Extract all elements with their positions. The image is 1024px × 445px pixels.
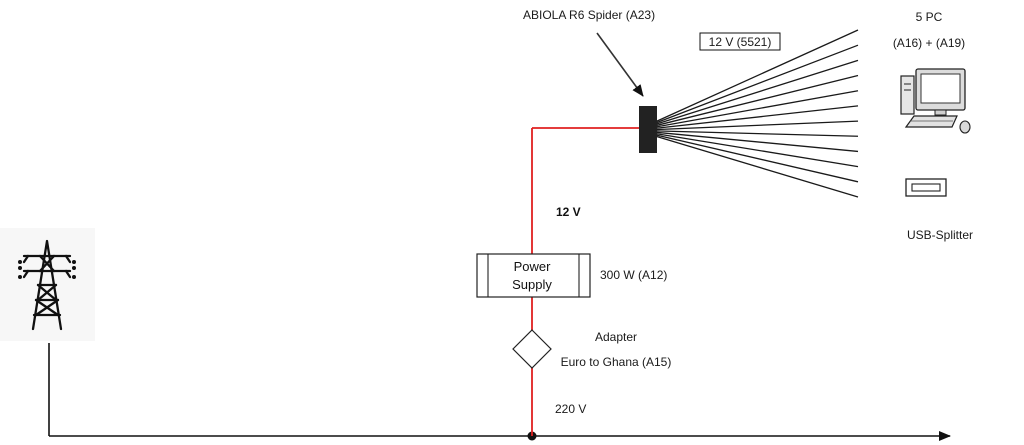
voltage-out-label: 12 V (5521) — [709, 35, 772, 49]
spider-wire — [654, 59, 859, 126]
pc-ids-label: (A16) + (A19) — [893, 36, 965, 50]
spider-callout-arrow — [596, 32, 644, 97]
spider-wire — [654, 105, 859, 130]
spider-wire — [654, 44, 859, 124]
power-supply-line2: Supply — [512, 277, 552, 292]
spider-wire — [654, 131, 859, 153]
pc-count-label: 5 PC — [916, 10, 943, 24]
spider-wires — [654, 29, 859, 198]
power-pylon-icon — [0, 228, 95, 341]
power-supply-box — [476, 253, 591, 298]
power-supply-line1: Power — [514, 259, 552, 274]
adapter-diamond — [512, 329, 552, 369]
power-supply-rating: 300 W (A12) — [600, 268, 667, 282]
spider-wire — [654, 90, 859, 128]
v12-label: 12 V — [556, 205, 581, 219]
desktop-pc-icon — [900, 68, 971, 134]
v220-label: 220 V — [555, 402, 586, 416]
spider-wire — [654, 74, 859, 127]
voltage-out-box — [699, 32, 781, 51]
spider-wire — [654, 130, 859, 137]
spider-connector — [639, 106, 657, 153]
usb-splitter-label: USB-Splitter — [907, 228, 973, 242]
spider-label: ABIOLA R6 Spider (A23) — [523, 8, 655, 22]
spider-wire — [654, 135, 859, 198]
spider-wire — [654, 120, 859, 131]
adapter-desc-label: Euro to Ghana (A15) — [561, 355, 672, 369]
spider-wire — [654, 134, 859, 183]
usb-splitter-icon — [905, 178, 947, 197]
adapter-label: Adapter — [595, 330, 637, 344]
spider-wire — [654, 132, 859, 168]
spider-wire — [654, 29, 859, 123]
